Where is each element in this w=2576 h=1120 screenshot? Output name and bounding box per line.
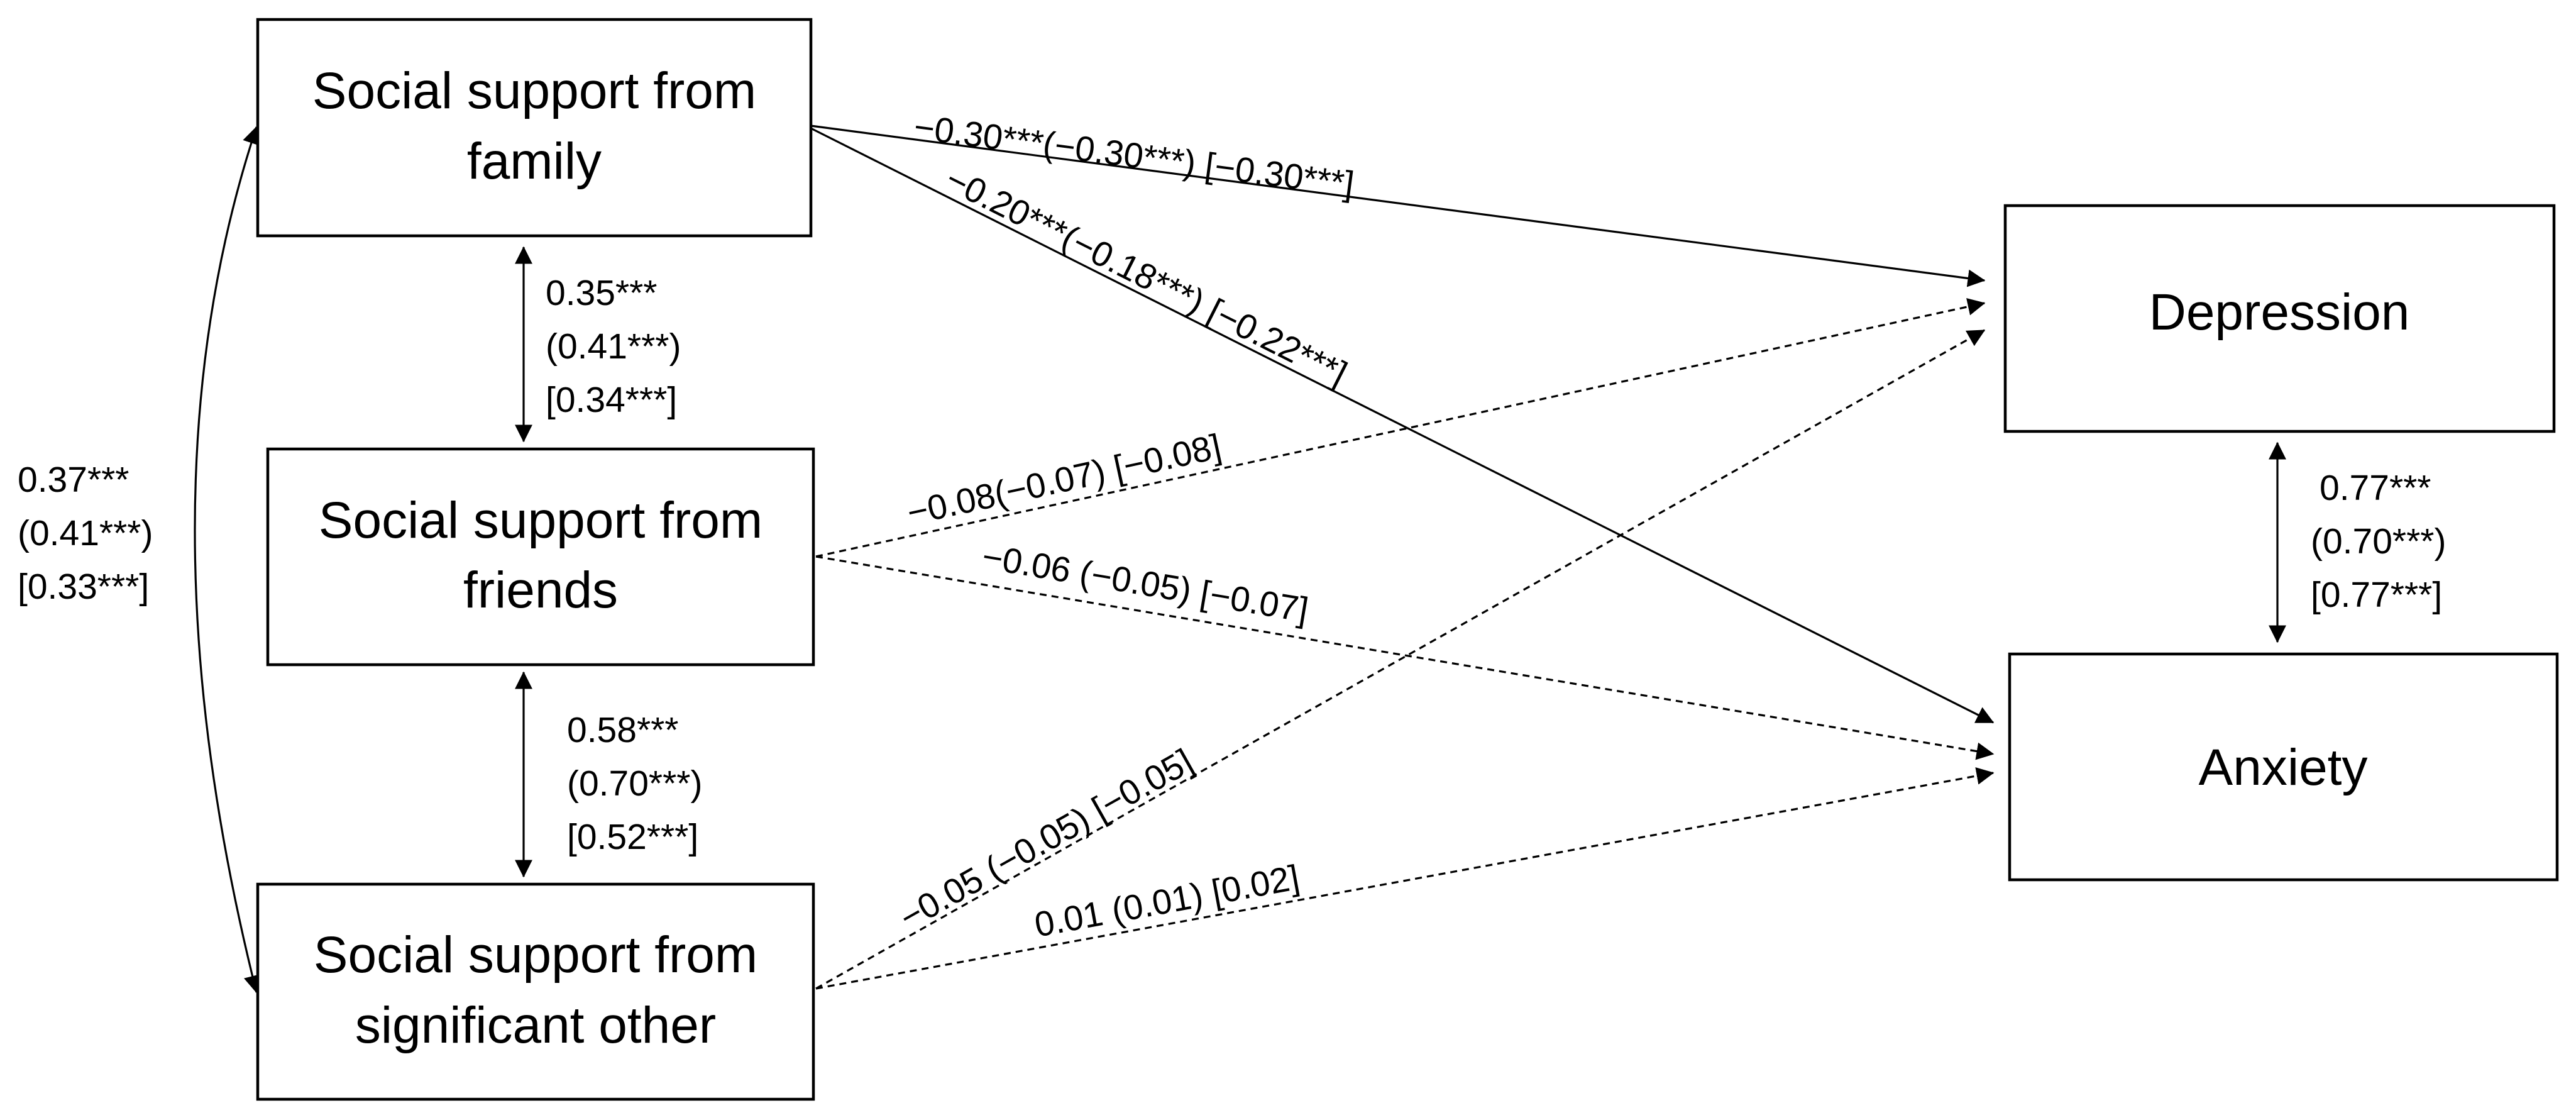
corr-label-friends-significant-other: 0.58*** (0.70***) [0.52***] (567, 710, 702, 857)
node-significant-other-line2: significant other (355, 997, 716, 1054)
node-family-box (256, 18, 813, 238)
corr-label-friends-significant-other-line1: 0.58*** (567, 710, 679, 750)
corr-label-depression-anxiety-line1: 0.77*** (2320, 468, 2431, 508)
node-family-line2: family (467, 133, 602, 190)
path-arrow-family-anxiety (810, 127, 1995, 724)
node-anxiety-box (2008, 652, 2559, 882)
node-depression: Depression (2003, 204, 2556, 433)
path-arrow-family-depression (810, 125, 1986, 287)
corr-label-depression-anxiety-line3: [0.77***] (2311, 575, 2442, 615)
corr-label-friends-significant-other-line3: [0.52***] (567, 817, 698, 857)
node-friends-line2: friends (463, 562, 618, 619)
node-anxiety-label: Anxiety (2199, 739, 2368, 796)
node-friends-box (266, 447, 815, 667)
corr-label-family-friends-line2: (0.41***) (546, 326, 681, 367)
node-friends-line1: Social support from (319, 492, 762, 549)
node-family: Social support from family (256, 18, 813, 238)
node-significant-other-box (256, 882, 815, 1101)
path-arrow-significant-other-anxiety (815, 767, 1995, 990)
corr-label-depression-anxiety-line2: (0.70***) (2311, 521, 2446, 562)
node-significant-other-line1: Social support from (314, 926, 757, 984)
path-arrow-friends-anxiety (815, 555, 1995, 760)
path-label-friends-depression: −0.08(−0.07) [−0.08] (903, 426, 1225, 533)
node-significant-other: Social support from significant other (256, 882, 815, 1101)
corr-arrow-family-significant-other (194, 126, 261, 994)
corr-label-family-significant-other-line2: (0.41***) (18, 513, 153, 553)
node-depression-label: Depression (2149, 284, 2410, 341)
node-friends: Social support from friends (266, 447, 815, 667)
corr-label-family-significant-other-line1: 0.37*** (18, 460, 129, 500)
corr-label-depression-anxiety: 0.77*** (0.70***) [0.77***] (2311, 468, 2446, 615)
node-family-line1: Social support from (312, 62, 756, 119)
corr-label-family-significant-other-line3: [0.33***] (18, 567, 149, 607)
path-arrow-significant-other-depression (815, 329, 1986, 990)
corr-label-family-friends: 0.35*** (0.41***) [0.34***] (546, 273, 681, 420)
corr-label-family-friends-line3: [0.34***] (546, 380, 677, 420)
corr-label-family-friends-line1: 0.35*** (546, 273, 658, 313)
corr-label-friends-significant-other-line2: (0.70***) (567, 763, 702, 804)
corr-label-family-significant-other: 0.37*** (0.41***) [0.33***] (18, 460, 153, 607)
node-anxiety: Anxiety (2008, 652, 2559, 882)
path-label-friends-anxiety: −0.06 (−0.05) [−0.07] (979, 536, 1311, 630)
path-label-significant-other-anxiety: 0.01 (0.01) [0.02] (1032, 857, 1302, 945)
path-arrow-friends-depression (815, 297, 1986, 558)
node-depression-box (2003, 204, 2556, 433)
